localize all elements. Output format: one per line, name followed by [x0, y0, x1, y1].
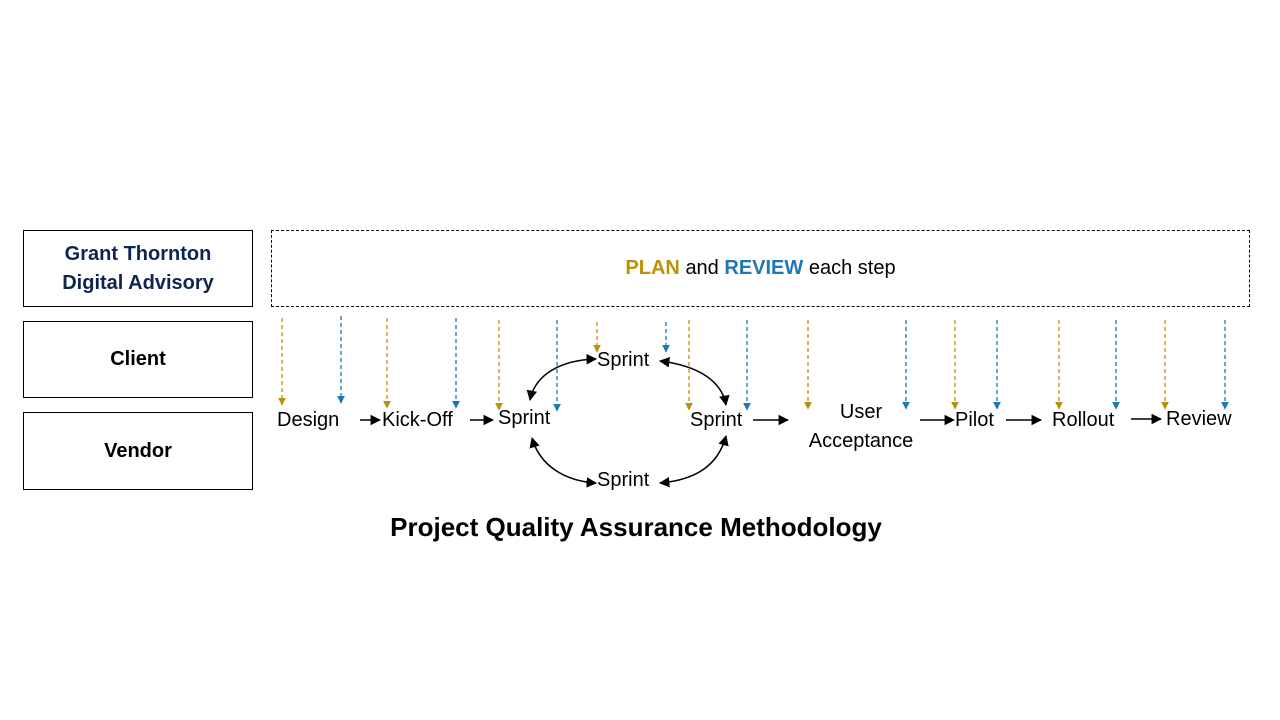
diagram-title: Project Quality Assurance Methodology [390, 512, 882, 542]
client-label: Client [110, 348, 166, 370]
step-rollout: Rollout [1052, 409, 1115, 431]
digital-advisory-label: Digital Advisory [62, 271, 214, 294]
cycle-arrow-bottom-left [529, 436, 598, 488]
step-review: Review [1166, 408, 1232, 430]
each-step-text: each step [808, 257, 896, 279]
step-user-acceptance-line1: User [840, 401, 883, 423]
grant-thornton-label: Grant Thornton [64, 242, 212, 265]
step-design: Design [277, 409, 339, 431]
review-word: REVIEW [724, 257, 804, 279]
step-kickoff: Kick-Off [382, 409, 453, 431]
and-word: and [685, 257, 719, 279]
step-pilot: Pilot [955, 409, 994, 431]
plan-review-dashed-arrows [278, 316, 1229, 412]
step-sprint-bottom: Sprint [597, 469, 650, 491]
plan-word: PLAN [625, 257, 680, 279]
step-sprint-left: Sprint [498, 407, 551, 429]
vendor-label: Vendor [104, 439, 172, 462]
step-sprint-top: Sprint [597, 349, 650, 371]
cycle-arrow-top-right [658, 356, 730, 407]
client-role-box: Client [23, 321, 253, 398]
cycle-arrow-top-left [526, 354, 598, 402]
grant-thornton-role-box: Grant Thornton Digital Advisory [23, 230, 253, 307]
plan-review-banner: PLAN and REVIEW each step [271, 230, 1250, 307]
cycle-arrow-bottom-right [658, 434, 729, 488]
step-sprint-right: Sprint [690, 409, 743, 431]
vendor-role-box: Vendor [23, 412, 253, 490]
step-user-acceptance-line2: Acceptance [809, 430, 914, 452]
